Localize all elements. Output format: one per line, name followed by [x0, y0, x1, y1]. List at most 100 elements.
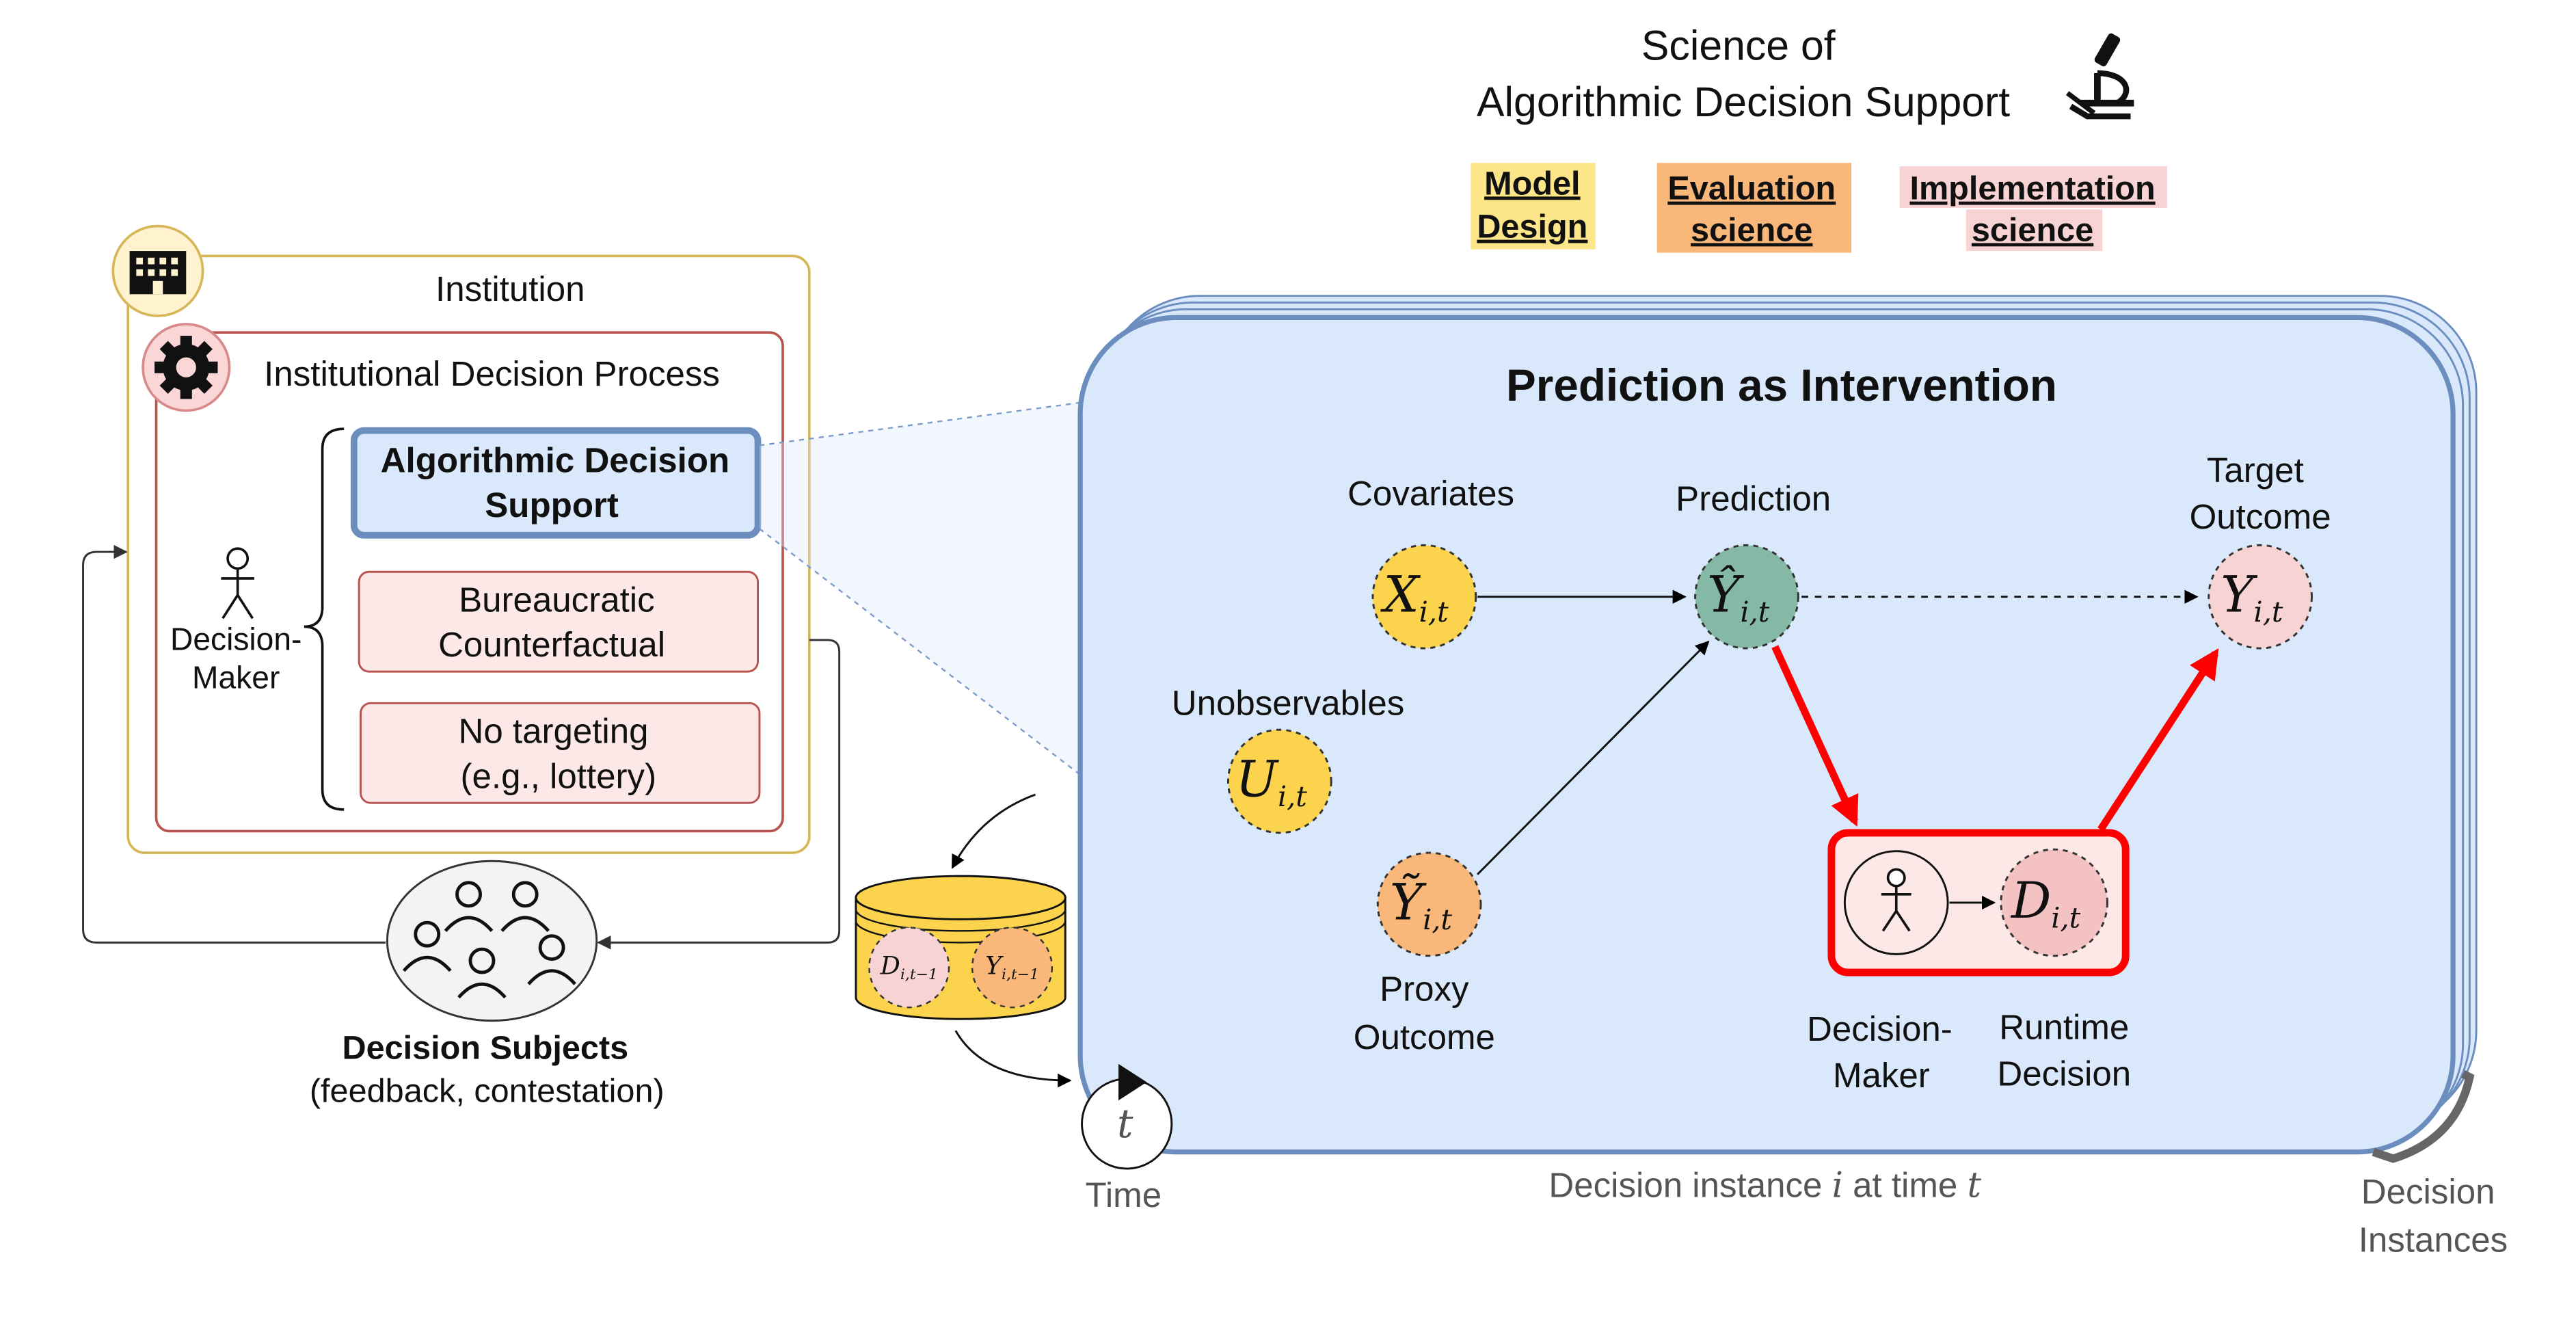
- brace: [304, 427, 345, 811]
- tag-implementation-line1: Implementation: [1909, 170, 2155, 207]
- sym: X: [1380, 566, 1421, 624]
- node-covariates-label: Covariates: [1347, 474, 1514, 513]
- node-unobservables: [1227, 728, 1332, 834]
- tag-model-design-line2: Design: [1477, 209, 1587, 245]
- sym: U: [1235, 750, 1279, 808]
- option-no-targeting-line2: (e.g., lottery): [461, 756, 657, 795]
- stack-bracket: [2372, 1069, 2475, 1163]
- node-covariates-symbol: Xi,t: [1380, 566, 1449, 629]
- node-prediction-label: Prediction: [1676, 479, 1831, 518]
- play-icon: [1118, 1063, 1147, 1101]
- sub: i,t: [2254, 596, 2283, 628]
- node-prediction: [1694, 544, 1799, 650]
- time-symbol: t: [1117, 1100, 1133, 1147]
- db-d-symbol: Di,t−1: [880, 951, 938, 983]
- panel-title: Prediction as Intervention: [1506, 360, 2057, 410]
- node-target-symbol: Yi,t: [2221, 566, 2283, 629]
- option-no-targeting-line1: No targeting: [458, 712, 648, 751]
- gear-icon: [142, 323, 231, 412]
- panel-caption: Decision instance i at time t: [1548, 1165, 1981, 1206]
- person-icon: [1881, 868, 1911, 932]
- zoom-fill: [759, 402, 1084, 775]
- building-icon: [111, 224, 204, 317]
- tag-evaluation-line2: science: [1691, 211, 1812, 248]
- node-prediction-symbol: Ŷi,t: [1707, 566, 1769, 629]
- node-unobservables-label: Unobservables: [1172, 683, 1405, 722]
- stack-label-line1: Decision: [2361, 1172, 2495, 1211]
- sub: i,t−1: [1002, 966, 1039, 983]
- option-algorithmic-decision-support[interactable]: [350, 427, 762, 539]
- decision-maker-label-line2: Maker: [1833, 1056, 1930, 1095]
- runtime-label-line1: Runtime: [1999, 1007, 2129, 1046]
- sub: i,t: [1278, 780, 1307, 813]
- sym: Ŷ: [1707, 566, 1744, 624]
- sub: i,t: [1423, 903, 1452, 936]
- db-d-node: [868, 927, 950, 1009]
- tag-implementation-line2: science: [1972, 211, 2093, 248]
- tag-model-design-bg: [1471, 163, 1596, 250]
- subjects-title: Decision Subjects: [342, 1030, 628, 1067]
- arrow-database-to-time: [954, 1030, 1072, 1088]
- zoom-line-top: [759, 401, 1084, 447]
- option-no-targeting[interactable]: [360, 702, 761, 804]
- node-proxy: [1376, 851, 1482, 957]
- loop-connector-back: [82, 544, 386, 944]
- sub: i,t: [1419, 596, 1449, 628]
- decision-subjects: Decision Subjects (feedback, contestatio…: [310, 860, 665, 1110]
- science-tags: Model Design Evaluation science Implemen…: [1471, 163, 2167, 253]
- header: Science of Algorithmic Decision Support: [1477, 23, 2134, 125]
- caption-t: t: [1968, 1165, 1982, 1206]
- node-proxy-label-line2: Outcome: [1354, 1018, 1495, 1056]
- time-label: Time: [1086, 1175, 1162, 1214]
- option-ads-line2: Support: [485, 486, 619, 524]
- institution-box: Institution Institutional Decision Proce…: [111, 224, 811, 854]
- option-bureaucratic-line1: Bureaucratic: [459, 581, 655, 620]
- process-decision-maker-line2: Maker: [192, 659, 280, 695]
- edge-prediction-decision: [1771, 645, 1859, 827]
- sym: D: [2010, 872, 2051, 930]
- node-unobservables-symbol: Ui,t: [1235, 750, 1307, 813]
- option-bureaucratic-counterfactual[interactable]: [358, 570, 759, 673]
- sym: Y: [985, 951, 1004, 981]
- db-y-node: [971, 927, 1054, 1009]
- node-proxy-label-line1: Proxy: [1380, 969, 1469, 1008]
- tag-evaluation-bg: [1656, 163, 1852, 253]
- runtime-label-line2: Decision: [1997, 1054, 2131, 1093]
- edge-proxy-prediction: [1477, 640, 1710, 875]
- microscope-icon: [2065, 33, 2134, 120]
- option-bureaucratic-line2: Counterfactual: [438, 625, 665, 664]
- node-target-label-line2: Outcome: [2190, 497, 2331, 536]
- node-runtime: [2000, 848, 2108, 957]
- caption-mid: at time: [1843, 1165, 1968, 1204]
- node-proxy-symbol: Ỹi,t: [1390, 873, 1452, 936]
- arrow-to-database: [951, 793, 1036, 869]
- header-title-line1: Science of: [1641, 23, 1836, 69]
- tag-model-design-line1: Model: [1484, 165, 1580, 202]
- node-target-label-line1: Target: [2207, 451, 2304, 490]
- sym: Ỹ: [1390, 873, 1427, 931]
- zoom-line-bottom: [759, 528, 1081, 775]
- loop-connector-out: [597, 639, 841, 950]
- db-y-symbol: Yi,t−1: [985, 951, 1039, 983]
- sub: i,t−1: [900, 966, 938, 983]
- institution-label: Institution: [435, 269, 585, 308]
- caption-i: i: [1832, 1165, 1843, 1206]
- sym: Y: [2221, 566, 2257, 624]
- node-covariates: [1371, 544, 1477, 650]
- process-decision-maker-line1: Decision-: [170, 622, 301, 657]
- person-icon: [221, 547, 254, 620]
- edge-decision-target: [2097, 648, 2219, 832]
- node-target: [2208, 544, 2313, 650]
- node-runtime-symbol: Di,t: [2010, 872, 2081, 935]
- option-ads-line1: Algorithmic Decision: [381, 440, 730, 479]
- sub: i,t: [2051, 901, 2080, 934]
- tag-implementation-bg1: [1899, 166, 2167, 208]
- sub: i,t: [1740, 596, 1769, 628]
- caption-prefix: Decision instance: [1548, 1165, 1832, 1204]
- process-label: Institutional Decision Process: [264, 354, 720, 393]
- subjects-subtitle: (feedback, contestation): [310, 1073, 665, 1110]
- tag-implementation-bg2: [1965, 209, 2103, 252]
- sym: D: [880, 951, 900, 981]
